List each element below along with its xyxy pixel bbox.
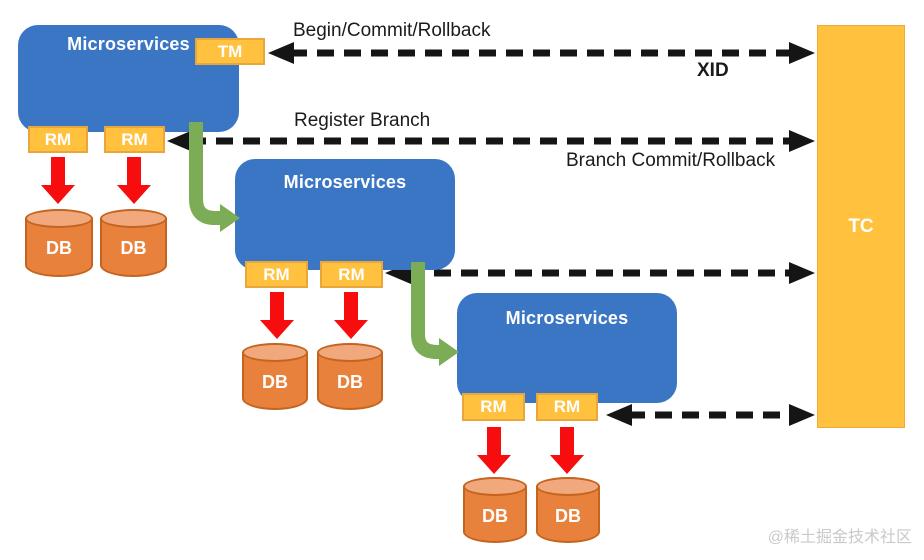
db-cylinder-1b: DB [100, 209, 167, 277]
rm-badge-3b: RM [536, 393, 598, 421]
rm-badge-3a: RM [462, 393, 525, 421]
green-arrow-service2-to-service3 [411, 262, 459, 366]
rm-badge-2a: RM [245, 261, 308, 288]
rm-badge-1b: RM [104, 126, 165, 153]
db-label: DB [482, 506, 508, 526]
label-branch-commit-rollback: Branch Commit/Rollback [566, 150, 776, 171]
microservices-box-1: Microservices [18, 25, 239, 132]
rm-badge-1a: RM [28, 126, 88, 153]
db-cylinder-top [100, 209, 167, 228]
db-cylinder-3b: DB [536, 477, 600, 543]
microservices-label: Microservices [505, 308, 629, 328]
dashed-arrow-register-branch [167, 130, 815, 152]
tm-badge: TM [195, 38, 265, 65]
rm-badge-2b: RM [320, 261, 383, 288]
db-cylinder-1a: DB [25, 209, 93, 277]
db-label: DB [555, 506, 581, 526]
db-label: DB [120, 238, 147, 258]
label-register-branch: Register Branch [294, 110, 431, 131]
db-label: DB [337, 372, 363, 392]
microservices-label: Microservices [67, 34, 190, 54]
db-cylinder-top [25, 209, 93, 228]
db-cylinder-2b: DB [317, 343, 383, 410]
db-label: DB [46, 238, 72, 258]
watermark: @稀土掘金技术社区 [767, 529, 912, 546]
label-begin-commit-rollback: Begin/Commit/Rollback [293, 20, 491, 41]
green-arrow-service1-to-service2 [189, 122, 240, 232]
dashed-arrow-rm3-tc [606, 404, 815, 426]
microservices-label: Microservices [283, 172, 407, 192]
db-cylinder-top [463, 477, 527, 496]
db-cylinder-2a: DB [242, 343, 308, 410]
microservices-box-2: Microservices [235, 159, 455, 270]
db-cylinder-3a: DB [463, 477, 527, 543]
dashed-arrow-rm2-tc [385, 262, 815, 284]
dashed-arrow-begin-commit-rollback [268, 42, 815, 64]
red-arrows-service3 [477, 427, 584, 474]
db-cylinder-top [536, 477, 600, 496]
red-arrows-service2 [260, 292, 368, 339]
db-label: DB [262, 372, 288, 392]
red-arrows-service1 [41, 157, 151, 204]
microservices-box-3: Microservices [457, 293, 677, 403]
db-cylinder-top [242, 343, 308, 362]
label-xid: XID [697, 60, 729, 81]
tc-box: TC [817, 25, 905, 428]
tc-label: TC [848, 215, 874, 237]
db-cylinder-top [317, 343, 383, 362]
